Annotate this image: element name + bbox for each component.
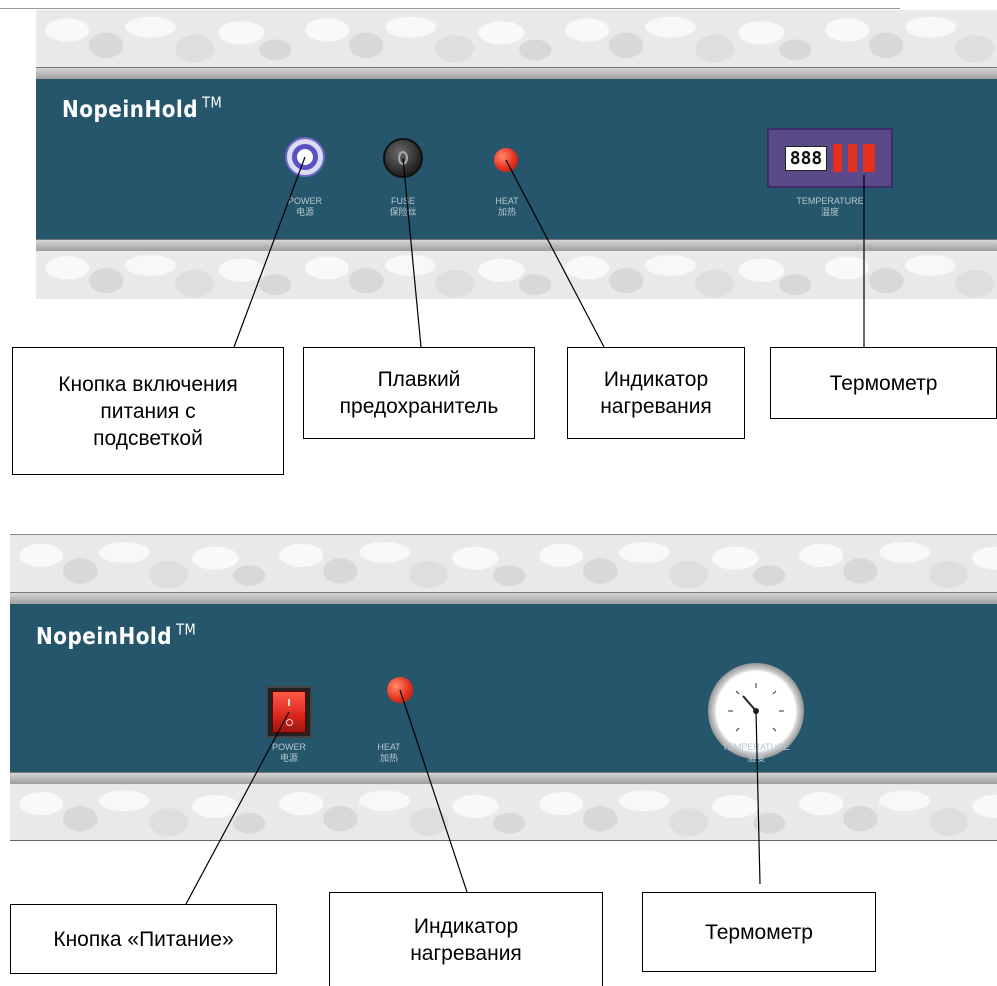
top-callout-heat-indicator: Индикатор нагревания <box>567 347 745 439</box>
bottom-heat-label: HEAT 加热 <box>334 742 444 764</box>
bottom-power-label: POWER 电源 <box>234 742 344 764</box>
bottom-temp-label: TEMPERATURE 温度 <box>701 742 811 764</box>
bottom-brand-name: NopeinHold <box>36 622 173 650</box>
top-marble-upper <box>36 10 997 67</box>
bottom-heat-indicator-light <box>387 677 413 703</box>
bottom-callout-thermometer: Термометр <box>642 892 876 972</box>
top-marble-lower <box>36 251 997 299</box>
bottom-trademark: TM <box>176 622 197 640</box>
power-button-ring-icon <box>292 144 318 170</box>
rocker-switch-face <box>272 691 306 733</box>
thermometer-lcd: 888 <box>784 145 828 171</box>
bottom-power-label-en: POWER <box>271 742 306 752</box>
dial-needle <box>742 695 757 712</box>
top-heat-label-cn: 加热 <box>497 207 516 217</box>
top-callout-thermometer: Термометр <box>770 347 997 419</box>
bottom-power-label-cn: 电源 <box>279 753 298 763</box>
top-callout-power-button: Кнопка включения питания с подсветкой <box>12 347 284 475</box>
top-heat-label-en: HEAT <box>495 196 519 206</box>
thermometer-segment-bar-2 <box>848 144 858 172</box>
bottom-temp-label-en: TEMPERATURE <box>722 742 790 752</box>
bottom-marble-lower <box>10 784 997 841</box>
top-power-label-cn: 电源 <box>295 207 314 217</box>
bottom-callout-heat-indicator: Индикатор нагревания <box>329 892 603 986</box>
top-temp-label: TEMPERATURE 温度 <box>775 196 885 218</box>
bottom-heat-label-cn: 加热 <box>379 753 398 763</box>
top-digital-thermometer: 888 <box>767 128 893 188</box>
top-fuse-holder[interactable] <box>383 138 423 178</box>
switch-on-mark-icon <box>288 698 290 706</box>
bottom-temp-label-cn: 温度 <box>746 753 765 763</box>
bottom-callout-power-button: Кнопка «Питание» <box>10 904 277 974</box>
top-heat-label: HEAT 加热 <box>452 196 562 218</box>
top-illuminated-power-button[interactable] <box>285 137 325 177</box>
switch-off-mark-icon <box>285 718 293 726</box>
thermometer-segment-bar-1 <box>833 144 843 172</box>
bottom-front-panel <box>10 604 997 772</box>
fuse-cap-icon <box>398 151 408 165</box>
top-trademark: TM <box>202 95 223 113</box>
top-border-line <box>0 8 900 9</box>
top-heat-indicator-light <box>494 148 518 172</box>
bottom-power-rocker-switch[interactable] <box>266 686 312 738</box>
bottom-marble-upper <box>10 534 997 593</box>
bottom-heat-label-en: HEAT <box>377 742 401 752</box>
top-power-label: POWER 电源 <box>250 196 360 218</box>
top-fuse-label-en: FUSE <box>390 196 415 206</box>
top-temp-label-en: TEMPERATURE <box>796 196 864 206</box>
top-callout-fuse: Плавкий предохранитель <box>303 347 535 439</box>
top-fuse-label: FUSE 保险丝 <box>348 196 458 218</box>
thermometer-unit-indicator <box>863 144 876 172</box>
top-brand-name: NopeinHold <box>62 95 199 123</box>
top-power-label-en: POWER <box>287 196 322 206</box>
top-temp-label-cn: 温度 <box>820 207 839 217</box>
top-fuse-label-cn: 保险丝 <box>389 207 417 217</box>
